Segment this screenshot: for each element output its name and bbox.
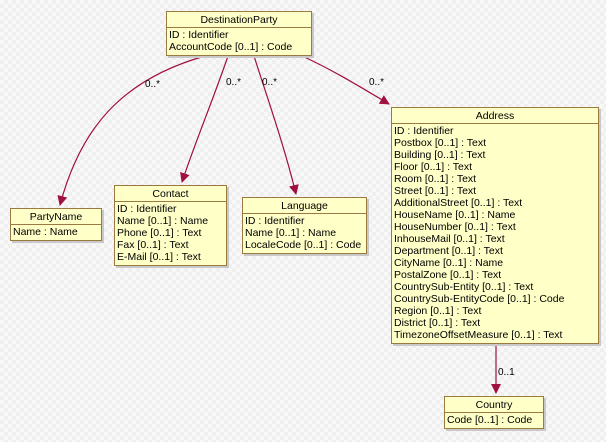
attribute: Floor [0..1] : Text — [394, 161, 473, 173]
attribute: Room [0..1] : Text — [394, 173, 477, 185]
attribute: District [0..1] : Text — [394, 317, 481, 329]
attribute: Region [0..1] : Text — [394, 305, 482, 317]
class-country[interactable]: Country Code [0..1] : Code — [444, 396, 544, 429]
attribute-list: ID : Identifier AccountCode [0..1] : Cod… — [167, 28, 311, 55]
class-name: Address — [392, 108, 598, 124]
class-name: DestinationParty — [167, 12, 311, 28]
class-contact[interactable]: Contact ID : Identifier Name [0..1] : Na… — [114, 185, 227, 266]
attribute: Street [0..1] : Text — [394, 185, 477, 197]
attribute: PostalZone [0..1] : Text — [394, 269, 502, 281]
class-destinationparty[interactable]: DestinationParty ID : Identifier Account… — [166, 11, 312, 56]
attribute: Department [0..1] : Text — [394, 245, 503, 257]
attribute: E-Mail [0..1] : Text — [117, 251, 201, 263]
attribute: Fax [0..1] : Text — [117, 239, 189, 251]
class-name: Country — [445, 397, 543, 413]
attribute: HouseName [0..1] : Name — [394, 209, 516, 221]
attribute: Phone [0..1] : Text — [117, 227, 202, 239]
class-name: Contact — [115, 186, 226, 202]
attribute: AdditionalStreet [0..1] : Text — [394, 197, 523, 209]
multiplicity-partyname: 0..* — [145, 79, 160, 90]
attribute: TimezoneOffsetMeasure [0..1] : Text — [394, 329, 563, 341]
attribute-list: Name : Name — [11, 225, 101, 240]
association-destinationparty-partyname[interactable] — [57, 55, 206, 206]
attribute: InhouseMail [0..1] : Text — [394, 233, 505, 245]
multiplicity-address: 0..* — [369, 77, 384, 88]
attribute: Building [0..1] : Text — [394, 149, 486, 161]
attribute: Postbox [0..1] : Text — [394, 137, 487, 149]
attribute: AccountCode [0..1] : Code — [169, 41, 293, 53]
attribute: ID : Identifier — [394, 125, 454, 137]
attribute-list: ID : Identifier Postbox [0..1] : Text Bu… — [392, 124, 598, 343]
attribute: CountrySub-EntityCode [0..1] : Code — [394, 293, 565, 305]
attribute-list: ID : Identifier Name [0..1] : Name Phone… — [115, 202, 226, 265]
attribute: CountrySub-Entity [0..1] : Text — [394, 281, 534, 293]
attribute: CityName [0..1] : Name — [394, 257, 504, 269]
attribute: ID : Identifier — [117, 203, 177, 215]
class-name: PartyName — [11, 209, 101, 225]
attribute: HouseNumber [0..1] : Text — [394, 221, 516, 233]
multiplicity-contact: 0..* — [226, 77, 241, 88]
attribute: Name : Name — [13, 226, 78, 238]
attribute: Code [0..1] : Code — [447, 414, 533, 426]
class-name: Language — [243, 198, 366, 214]
attribute-list: Code [0..1] : Code — [445, 413, 543, 428]
attribute: Name [0..1] : Name — [245, 227, 337, 239]
class-partyname[interactable]: PartyName Name : Name — [10, 208, 102, 241]
attribute: Name [0..1] : Name — [117, 215, 209, 227]
multiplicity-country: 0..1 — [498, 367, 515, 378]
association-destinationparty-address[interactable] — [301, 55, 390, 105]
attribute: LocaleCode [0..1] : Code — [245, 239, 362, 251]
association-destinationparty-contact[interactable] — [180, 55, 229, 183]
class-language[interactable]: Language ID : Identifier Name [0..1] : N… — [242, 197, 367, 254]
attribute: ID : Identifier — [169, 29, 229, 41]
multiplicity-language: 0..* — [262, 77, 277, 88]
attribute: ID : Identifier — [245, 215, 305, 227]
association-destinationparty-language[interactable] — [253, 55, 299, 195]
class-address[interactable]: Address ID : Identifier Postbox [0..1] :… — [391, 107, 599, 344]
attribute-list: ID : Identifier Name [0..1] : Name Local… — [243, 214, 366, 253]
